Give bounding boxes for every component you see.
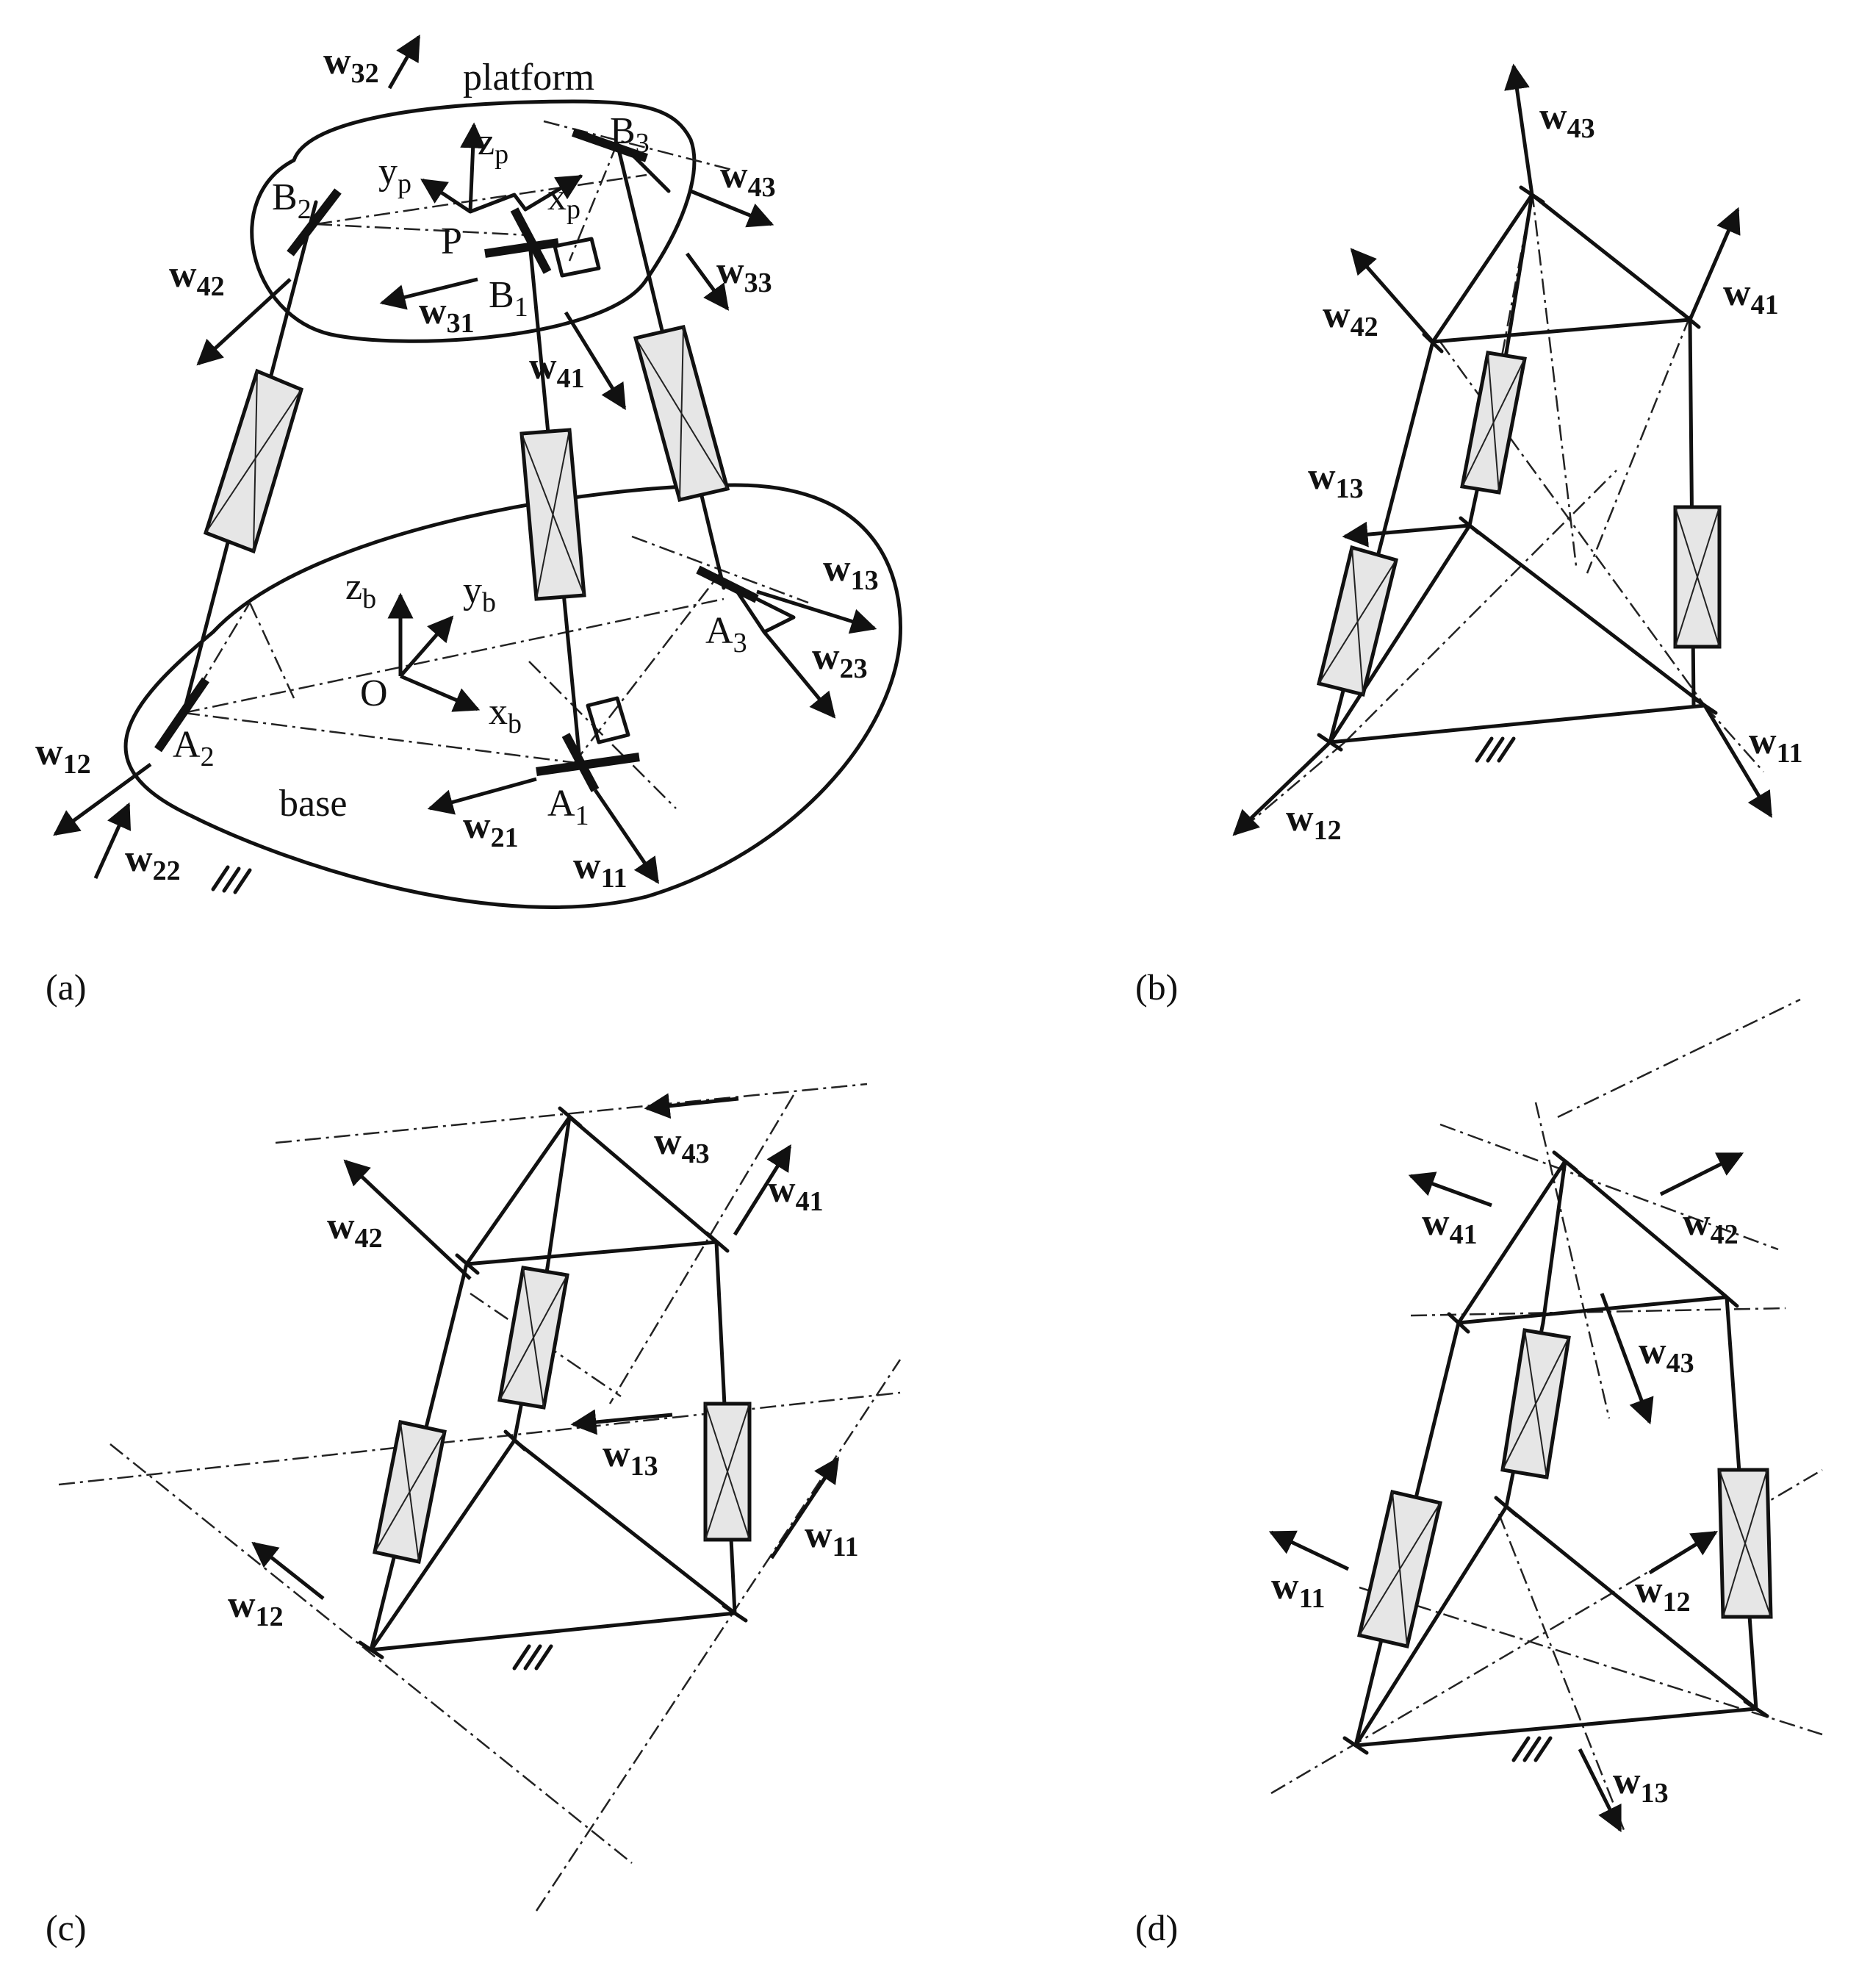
label-A2: A2 — [173, 724, 215, 772]
label-B1: B1 — [489, 274, 528, 323]
label-w12: w12 — [1286, 797, 1342, 846]
label-zp: zp — [478, 121, 508, 170]
panel-c: w43 w42 w41 w13 w11 w12 (c) — [46, 1083, 902, 1948]
label-w43: w43 — [1539, 96, 1595, 144]
panel-b: w43 w42 w41 w13 w11 w12 (b) — [1135, 63, 1802, 1008]
label-w13: w13 — [1308, 456, 1364, 504]
joint-markers — [154, 128, 796, 792]
label-yp: yp — [378, 151, 411, 199]
label-w12: w12 — [35, 731, 91, 780]
actuators-c — [373, 1266, 752, 1564]
wrench-arrows-d — [1268, 1152, 1744, 1833]
ground-hatch-b — [1475, 736, 1516, 763]
label-B3: B3 — [610, 110, 650, 159]
label-yb: yb — [463, 570, 496, 618]
label-A3: A3 — [705, 610, 747, 659]
label-P: P — [441, 220, 462, 262]
label-w12: w12 — [228, 1584, 284, 1632]
panel-a: platform base P O B2 B3 B1 A2 A1 A3 zp y… — [35, 34, 902, 1008]
platform-triangle-c — [464, 1115, 719, 1266]
label-w11: w11 — [573, 845, 627, 894]
wrench-arrows-a — [53, 34, 877, 884]
actuators-d — [1357, 1328, 1773, 1648]
wrench-arrows-c — [251, 1093, 840, 1600]
label-w42: w42 — [1683, 1202, 1738, 1250]
label-w31: w31 — [419, 290, 475, 339]
label-w11: w11 — [1271, 1565, 1325, 1614]
label-zb: zb — [345, 566, 376, 614]
platform-frame — [420, 122, 583, 214]
caption-c: (c) — [46, 1907, 87, 1948]
platform-triangle-b — [1431, 193, 1692, 344]
label-w41: w41 — [1723, 272, 1779, 320]
label-w13: w13 — [823, 548, 879, 596]
construction-lines-c — [58, 1083, 902, 1912]
label-w11: w11 — [805, 1514, 858, 1562]
joint-ticks-d — [1342, 1150, 1769, 1755]
caption-b: (b) — [1135, 966, 1178, 1008]
label-w11: w11 — [1749, 720, 1802, 769]
label-w23: w23 — [812, 636, 868, 684]
actuators-b — [1316, 351, 1722, 697]
ground-hatch-c — [512, 1644, 553, 1671]
label-w42: w42 — [327, 1205, 383, 1254]
wrench-arrows-b — [1232, 63, 1773, 836]
label-w42: w42 — [1323, 294, 1378, 342]
label-xb: xb — [489, 691, 522, 739]
label-B2: B2 — [272, 176, 312, 225]
label-platform: platform — [463, 57, 594, 98]
label-w43: w43 — [1639, 1330, 1694, 1379]
label-w41: w41 — [768, 1169, 824, 1217]
label-w22: w22 — [125, 838, 181, 886]
label-w43: w43 — [720, 154, 776, 203]
platform-triangle-d — [1456, 1159, 1729, 1325]
base-frame — [387, 592, 481, 712]
label-base: base — [279, 783, 347, 825]
label-w12: w12 — [1635, 1569, 1691, 1618]
label-w13: w13 — [1613, 1760, 1669, 1809]
actuator-leg-1 — [519, 428, 586, 601]
base-triangle-d — [1353, 1504, 1758, 1748]
joint-ticks-c — [358, 1106, 748, 1659]
label-xp: xp — [547, 176, 580, 225]
base-outline — [123, 483, 902, 909]
label-w32: w32 — [323, 40, 379, 89]
label-w41: w41 — [1422, 1202, 1478, 1250]
label-A1: A1 — [547, 783, 589, 831]
caption-a: (a) — [46, 966, 87, 1008]
label-w42: w42 — [169, 254, 225, 302]
actuator-leg-2 — [203, 368, 304, 554]
base-triangle-c — [369, 1438, 737, 1652]
ground-hatch-d — [1511, 1736, 1553, 1762]
label-w43: w43 — [654, 1121, 710, 1169]
caption-d: (d) — [1135, 1907, 1178, 1948]
actuator-leg-3 — [633, 325, 730, 502]
label-w41: w41 — [529, 345, 585, 394]
label-w21: w21 — [463, 805, 519, 853]
label-w13: w13 — [603, 1433, 658, 1482]
label-O: O — [360, 672, 388, 714]
label-w33: w33 — [716, 250, 772, 298]
panel-d: w41 w42 w43 w11 w12 w13 (d) — [1135, 998, 1823, 1948]
ground-hatch-a — [211, 865, 252, 894]
base-triangle-b — [1328, 523, 1707, 744]
